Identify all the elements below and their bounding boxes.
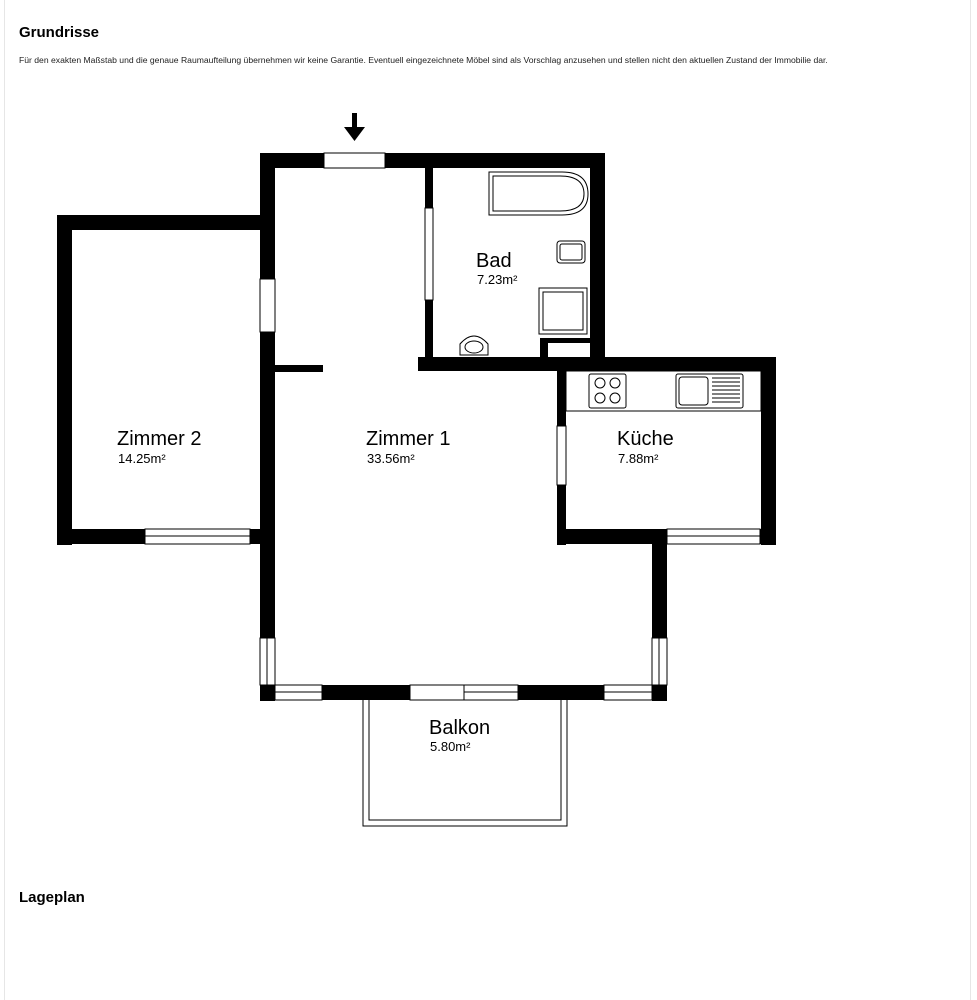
page-frame — [4, 0, 971, 1000]
room-area-bad: 7.23m² — [477, 272, 518, 287]
room-name-zimmer1: Zimmer 1 — [366, 428, 450, 450]
bathtub-icon — [488, 171, 589, 216]
room-labels: Zimmer 2 14.25m² Zimmer 1 33.56m² Bad 7.… — [117, 250, 674, 754]
room-name-zimmer2: Zimmer 2 — [117, 428, 201, 450]
walls — [57, 153, 776, 701]
room-area-zimmer1: 33.56m² — [367, 451, 415, 466]
fixtures — [362, 171, 762, 827]
sink-icon — [459, 335, 489, 356]
entrance-arrow-icon — [344, 113, 365, 141]
room-name-balkon: Balkon — [429, 717, 490, 739]
kitchen-counter — [565, 370, 762, 412]
room-name-bad: Bad — [476, 250, 512, 272]
stove-icon — [588, 373, 627, 409]
room-name-kueche: Küche — [617, 428, 674, 450]
section-title-grundrisse: Grundrisse — [19, 24, 100, 41]
shower-icon — [538, 287, 588, 335]
toilet-icon — [556, 240, 586, 264]
disclaimer-text: Für den exakten Maßstab und die genaue R… — [19, 55, 828, 65]
section-title-lageplan: Lageplan — [19, 889, 85, 906]
room-area-kueche: 7.88m² — [618, 451, 659, 466]
room-area-zimmer2: 14.25m² — [118, 451, 166, 466]
windows — [144, 152, 761, 701]
kitchen-sink-icon — [675, 373, 744, 409]
balcony-outline — [362, 700, 568, 827]
room-area-balkon: 5.80m² — [430, 739, 471, 754]
